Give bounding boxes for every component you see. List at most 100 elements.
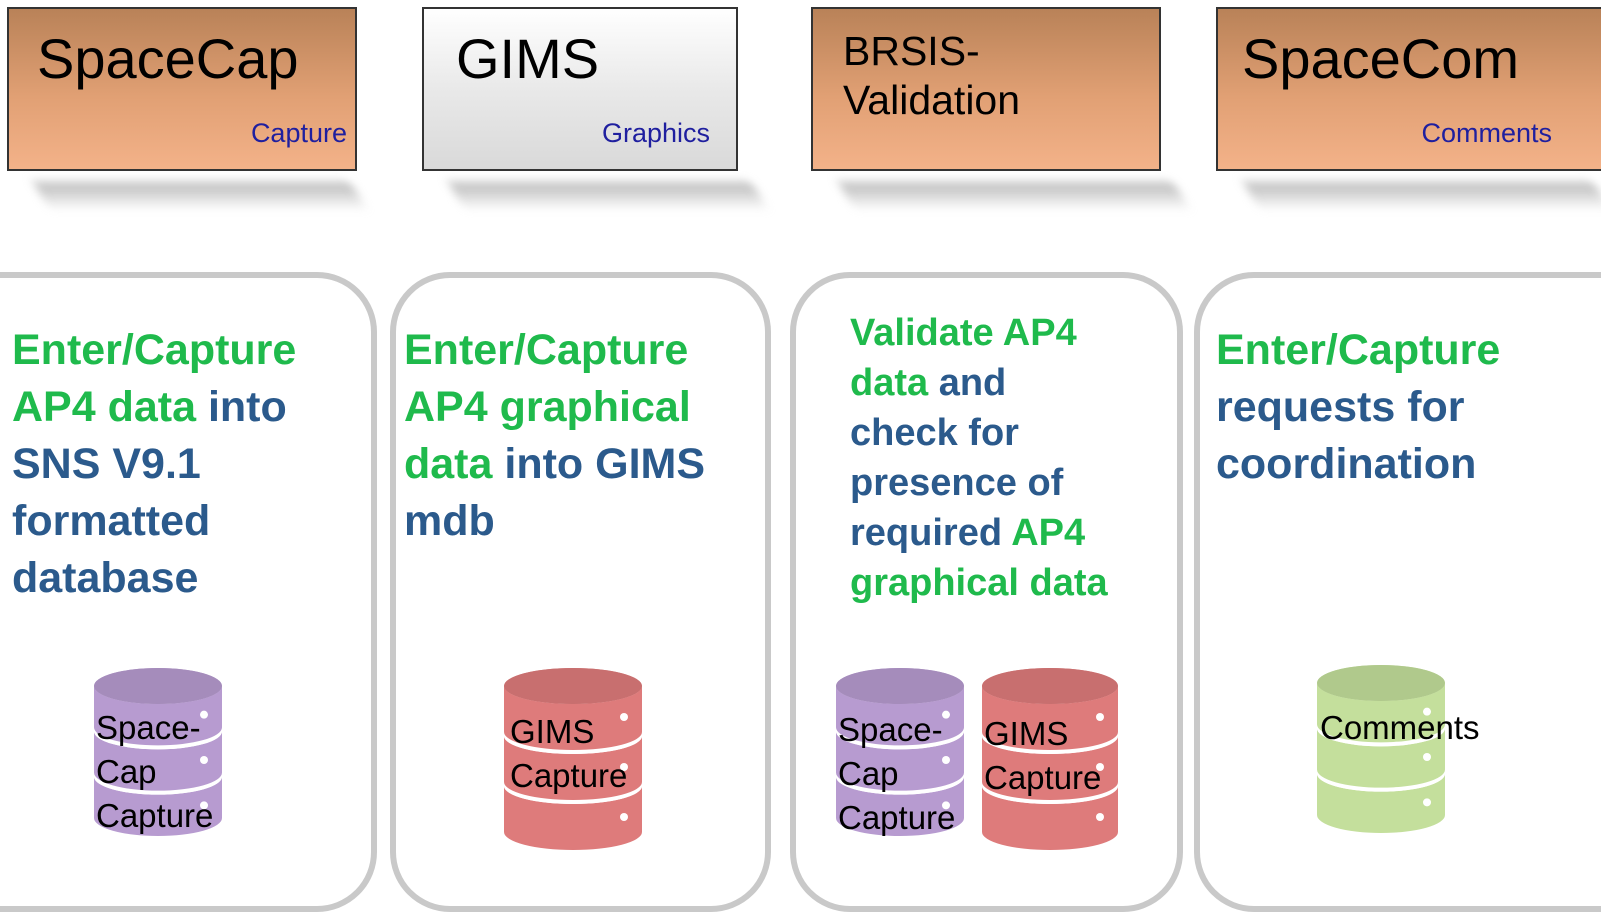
description-line: formatted [12, 493, 296, 550]
database-label: Comments [1320, 709, 1480, 746]
database-segment [982, 736, 1118, 800]
tool-subtitle: Graphics [601, 118, 710, 148]
description-text: Validate AP4 [850, 312, 1077, 354]
description-text: into GIMS [504, 440, 706, 488]
database-led [942, 756, 950, 764]
shadow-brsis [838, 182, 1188, 208]
database-segment [836, 686, 964, 746]
description-text: Enter/Capture [404, 326, 689, 374]
tool-box-brsis: BRSIS-Validation [811, 7, 1161, 171]
description-line: graphical data [850, 558, 1108, 608]
database-segment [836, 776, 964, 836]
description-text: presence of [850, 462, 1064, 504]
database-label: Space- Cap Capture [838, 711, 956, 836]
description-text: AP4 graphical [404, 383, 691, 431]
description-text: AP4 data [12, 383, 208, 431]
description-line: Enter/Capture [404, 322, 705, 379]
database-led [1096, 713, 1104, 721]
tool-name: SpaceCap [37, 27, 299, 90]
database-led [1423, 798, 1431, 807]
database-segment [504, 786, 642, 850]
description-line: SNS V9.1 [12, 436, 296, 493]
database-top [1317, 665, 1445, 701]
tool-name: SpaceCom [1242, 27, 1520, 90]
tool-name: GIMS [456, 27, 600, 90]
description-text: mdb [404, 497, 495, 545]
database-segment [504, 736, 642, 800]
database-label: Space- Cap Capture [96, 709, 214, 834]
database-segment [94, 686, 222, 746]
database-led [1423, 707, 1431, 716]
database-segment [94, 731, 222, 791]
database-icon [836, 668, 964, 836]
database-led [620, 813, 628, 821]
database-icon [982, 668, 1118, 850]
tool-subtitle: Comments [1421, 118, 1552, 148]
description-text: and [938, 362, 1007, 404]
database-segment [1317, 728, 1445, 788]
description-line: AP4 data into [12, 379, 296, 436]
tool-subtitle: Capture [250, 118, 347, 148]
database-segment [982, 786, 1118, 850]
description-line: coordination [1216, 436, 1500, 493]
description-line: mdb [404, 493, 705, 550]
database-segment [982, 686, 1118, 750]
database-icon [504, 668, 642, 850]
database-top [504, 668, 642, 704]
database-led [1423, 753, 1431, 761]
database-top [982, 668, 1118, 704]
database-led [200, 756, 208, 764]
shadow-spacecap [33, 182, 365, 208]
tool-name: BRSIS-Validation [843, 28, 1021, 123]
database-segment [94, 776, 222, 836]
description-line: Enter/Capture [12, 322, 296, 379]
database-top [836, 668, 964, 704]
database-segment [1317, 683, 1445, 743]
description-line: AP4 graphical [404, 379, 705, 436]
database-icon [1317, 665, 1445, 833]
database-led [942, 710, 950, 719]
database-led [200, 801, 208, 810]
database-segment [836, 731, 964, 791]
database-led [200, 710, 208, 719]
database-top [94, 668, 222, 704]
description-text: formatted [12, 497, 211, 545]
description-text: data [850, 362, 939, 404]
description-text: check for [850, 412, 1019, 454]
description-line: check for [850, 408, 1108, 458]
description-text: data [404, 440, 505, 488]
description-text: coordination [1216, 440, 1477, 488]
tool-box-spacecap: SpaceCap Capture [7, 7, 357, 171]
shadow-spacecom [1243, 182, 1601, 208]
description-line: data and [850, 358, 1108, 408]
description-text: SNS V9.1 [12, 440, 201, 488]
database-led [620, 763, 628, 771]
description-line: requests for [1216, 379, 1500, 436]
description-text: graphical data [850, 562, 1108, 604]
database-led [1096, 813, 1104, 821]
description-text: Enter/Capture [12, 326, 297, 374]
description-line: database [12, 550, 296, 607]
description-text: into [207, 383, 287, 431]
description-text: database [12, 554, 199, 602]
database-icon [94, 668, 222, 836]
database-label: GIMS Capture [510, 713, 628, 794]
shadow-gims [448, 182, 766, 208]
description-text: required [850, 512, 1012, 554]
database-led [1096, 763, 1104, 771]
description-text: AP4 [1011, 512, 1086, 554]
tool-box-spacecom: SpaceCom Comments [1216, 7, 1601, 171]
description-line: data into GIMS [404, 436, 705, 493]
description-line: presence of [850, 458, 1108, 508]
database-segment [1317, 773, 1445, 833]
description-text: Enter/Capture [1216, 326, 1501, 374]
database-segment [504, 686, 642, 750]
database-led [942, 801, 950, 810]
description-text: requests for [1216, 383, 1465, 431]
description-line: Validate AP4 [850, 308, 1108, 358]
